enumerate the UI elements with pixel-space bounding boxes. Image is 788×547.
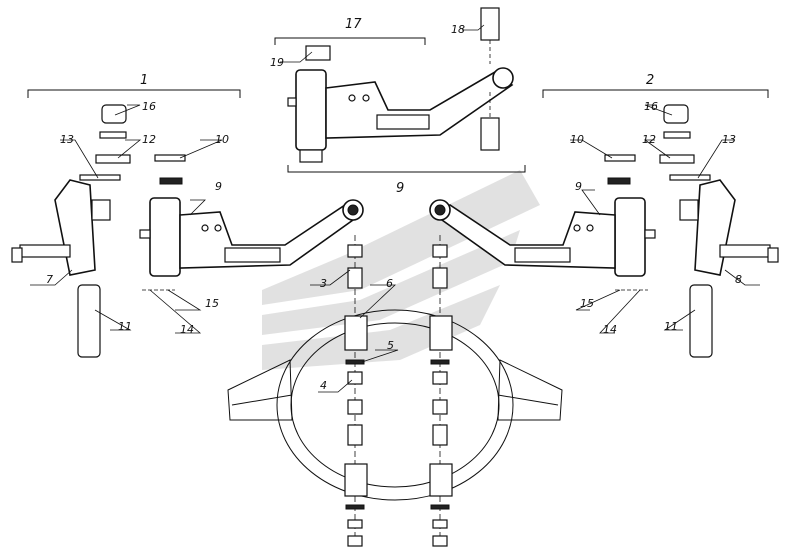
label-10-left: 10	[215, 133, 229, 146]
label-6: 6	[386, 277, 393, 290]
label-13-right: 13	[722, 133, 736, 146]
label-13-left: 13	[60, 133, 74, 146]
label-9-left: 9	[215, 180, 222, 193]
right-arm	[429, 197, 656, 277]
label-19: 19	[270, 56, 284, 69]
center-bolt-stack-right	[429, 235, 453, 547]
label-group-1: 1	[140, 73, 148, 88]
label-15-left: 15	[205, 297, 219, 310]
label-group-17: 17	[345, 17, 362, 32]
label-18: 18	[451, 23, 465, 36]
left-knuckle	[11, 104, 186, 358]
right-knuckle	[604, 104, 779, 358]
label-5: 5	[387, 339, 394, 352]
label-15-right: 15	[580, 297, 594, 310]
label-3: 3	[320, 277, 327, 290]
label-4: 4	[320, 379, 327, 392]
leader-lines	[30, 24, 760, 393]
label-group-2: 2	[646, 73, 654, 88]
group-braces	[27, 37, 769, 173]
label-11-left: 11	[118, 320, 132, 333]
label-9-right: 9	[575, 180, 582, 193]
label-12-right: 12	[642, 133, 656, 146]
label-11-right: 11	[664, 320, 678, 333]
ring-frame	[227, 309, 563, 501]
watermark-logo	[262, 170, 540, 370]
label-14-right: 14	[603, 323, 617, 336]
label-10-right: 10	[570, 133, 584, 146]
label-8: 8	[735, 273, 742, 286]
label-7: 7	[46, 273, 53, 286]
center-bolt-stack-left	[344, 235, 368, 547]
label-group-9: 9	[396, 181, 404, 196]
label-16-left: 16	[142, 100, 156, 113]
label-12-left: 12	[142, 133, 156, 146]
label-16-right: 16	[644, 100, 658, 113]
label-14-left: 14	[180, 323, 194, 336]
top-arm	[287, 7, 514, 163]
left-arm	[139, 197, 364, 277]
